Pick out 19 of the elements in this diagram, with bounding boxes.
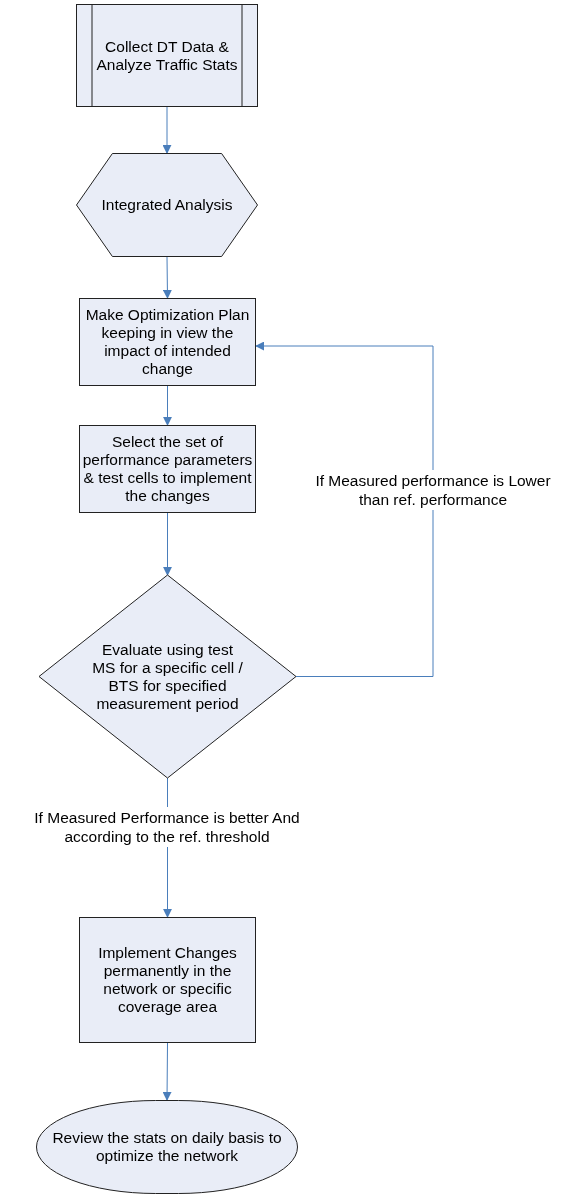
arrow [162,256,172,299]
node-label: Evaluate using test MS for a specific cell / BTS for specified measurement period [91,639,244,714]
arrow [162,106,172,154]
arrow [163,512,172,576]
arrow [162,1042,172,1101]
predefined-process-box [76,4,258,107]
process-box [79,425,256,513]
process-box [79,917,256,1043]
node-label: Implement Changes permanently in the network or specific coverage area [97,943,238,1017]
node-label: Review the stats on daily basis to optimize the network [51,1128,283,1166]
arrow [163,385,172,426]
node-label: Integrated Analysis [100,195,234,215]
arrow [255,341,434,677]
node-label: Make Optimization Plan keeping in view the impact of intended change [84,305,251,379]
decision-diamond [39,575,296,778]
process-box [79,298,256,386]
preparation-hexagon [76,153,258,257]
node-label: Select the set of performance parameters & test cells to implement the changes [81,432,254,506]
node-label: Collect DT Data & Analyze Traffic Stats [95,36,239,75]
